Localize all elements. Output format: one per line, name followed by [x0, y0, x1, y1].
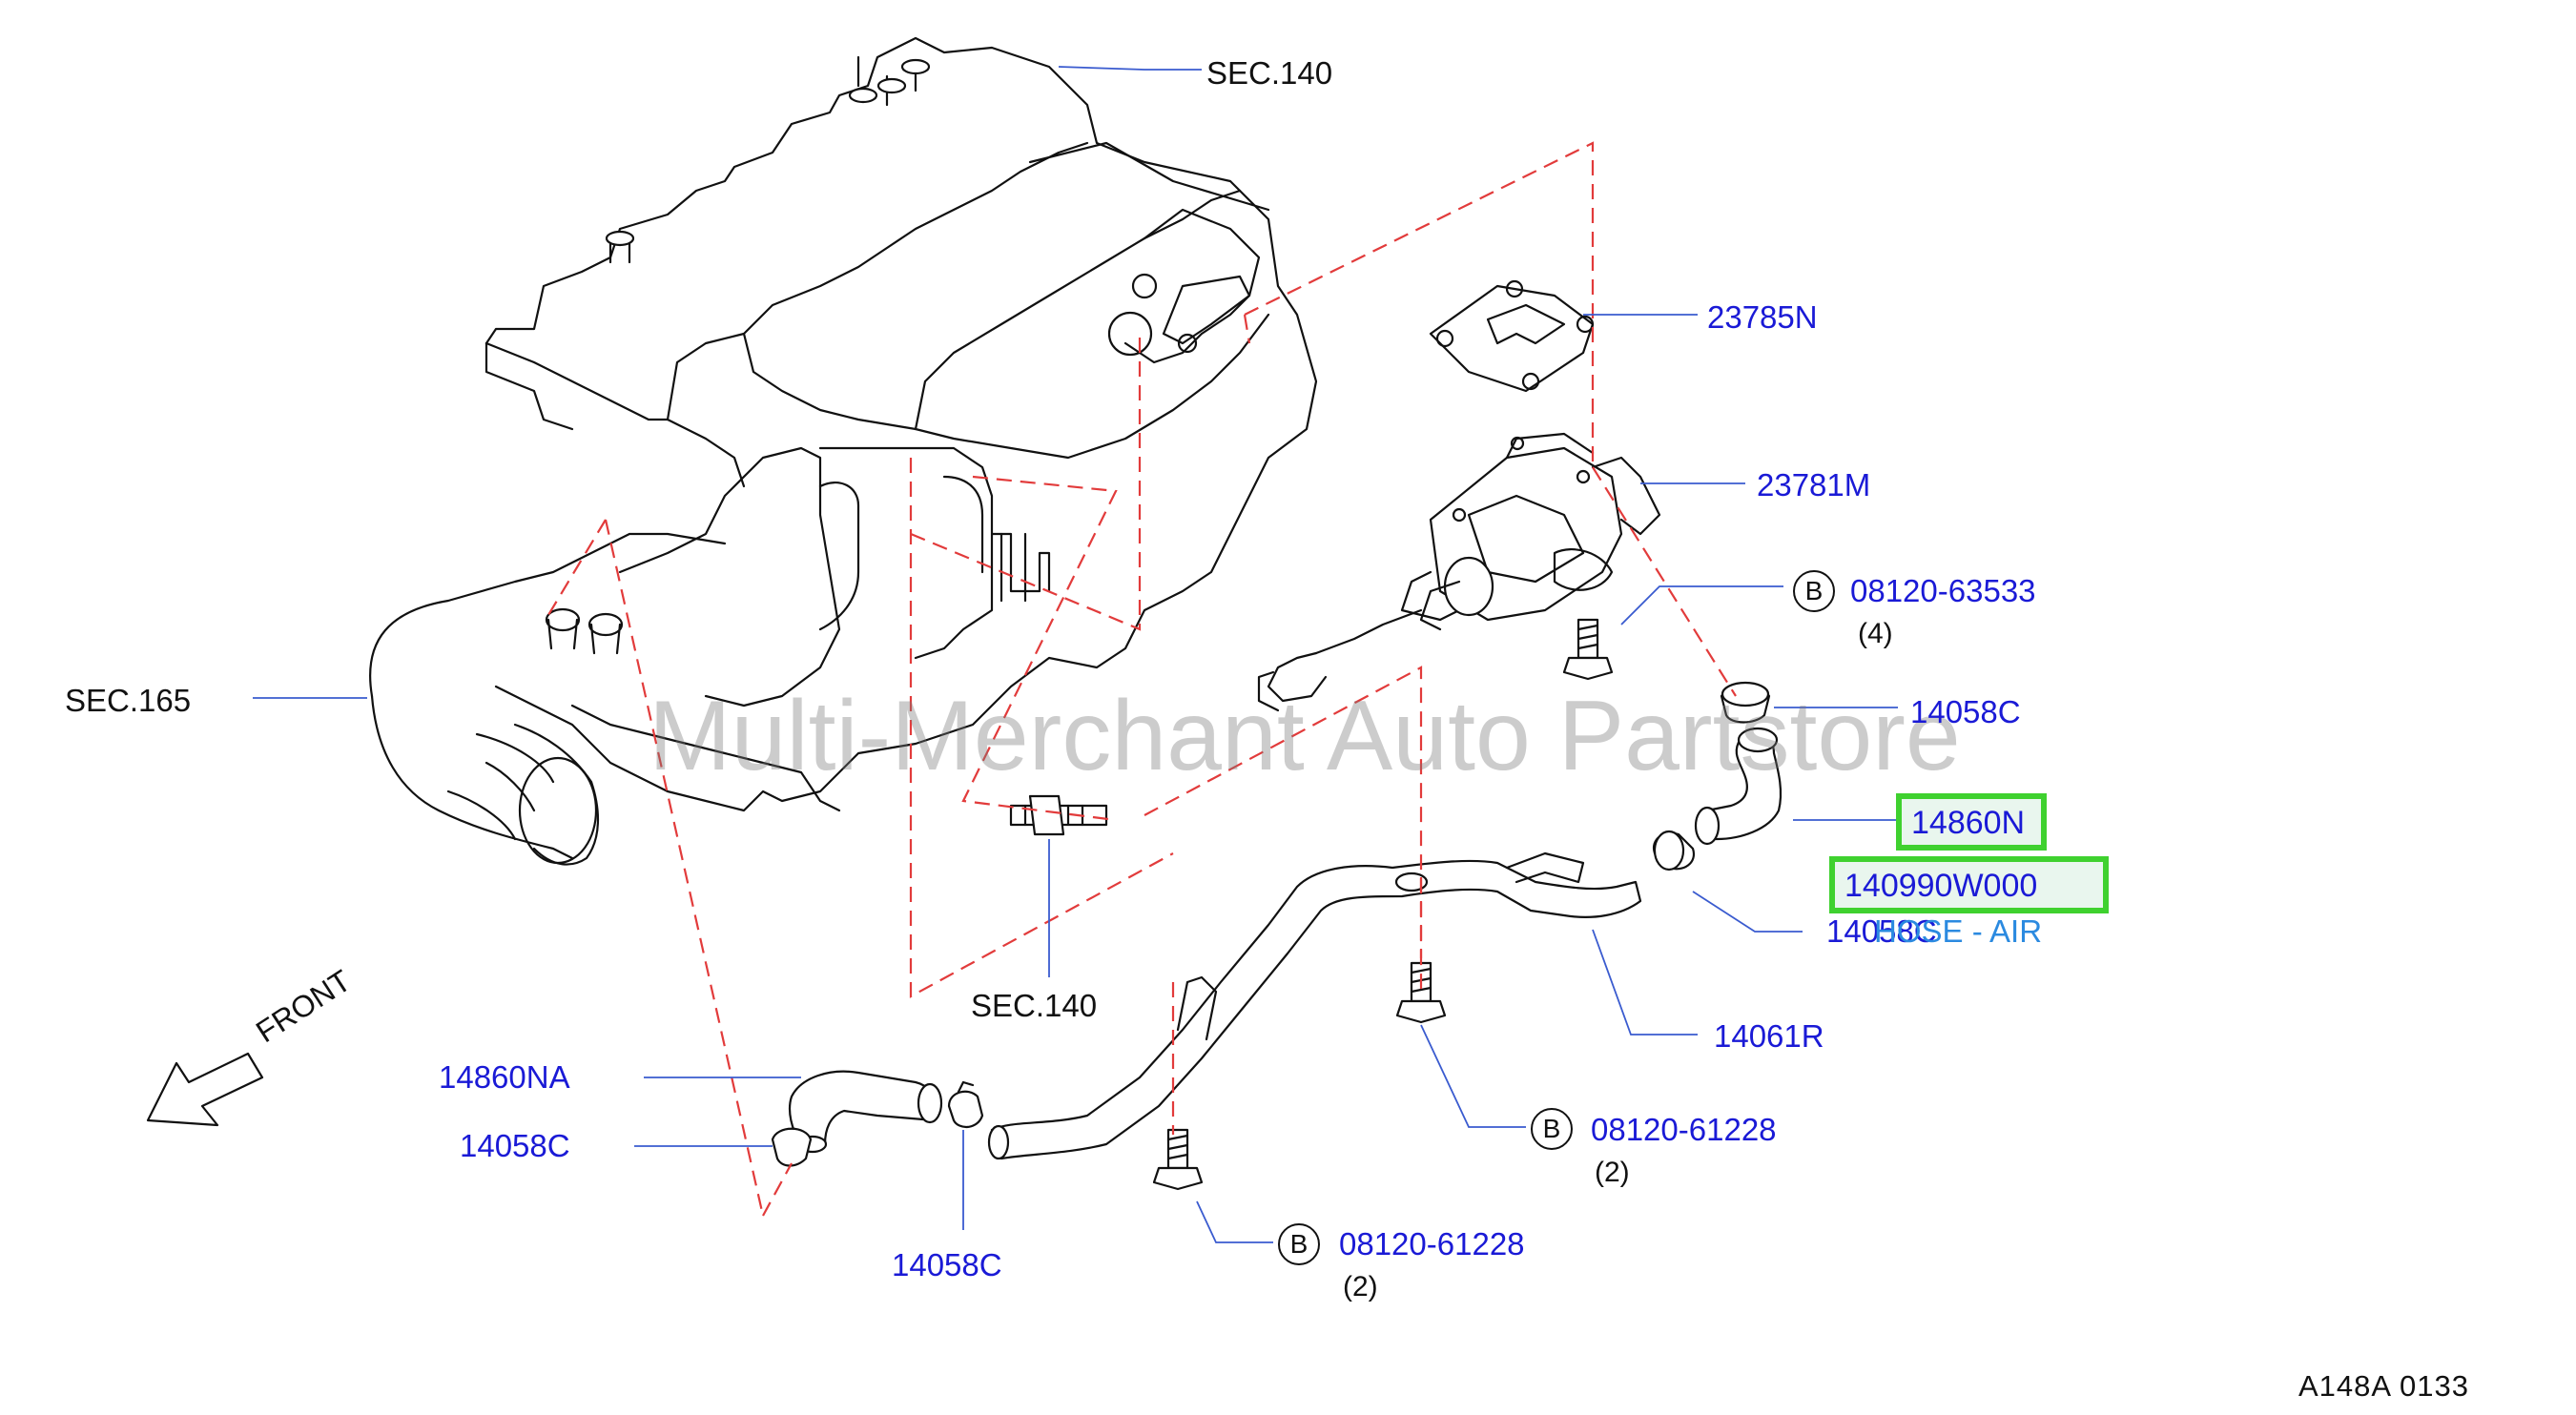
- bolt-3-symbol: B: [1278, 1223, 1320, 1265]
- part-14058c-left[interactable]: 14058C: [460, 1128, 570, 1163]
- part-14058c-middle[interactable]: 14058C: [1826, 913, 1937, 949]
- gasket-23785n: [1429, 279, 1595, 393]
- highlight-part-number: 140990W000: [1844, 868, 2038, 904]
- diagram-code: A148A 0133: [2298, 1369, 2469, 1403]
- part-14860n: 14860N: [1911, 805, 2026, 841]
- bolt-2-number[interactable]: 08120-61228: [1591, 1112, 1777, 1147]
- ref-sec140-mid[interactable]: SEC.140: [971, 988, 1098, 1023]
- ref-sec140-top[interactable]: SEC.140: [1206, 55, 1333, 91]
- bolt-1-qty: (4): [1858, 618, 1893, 649]
- highlight-140990w000[interactable]: 140990W000: [1829, 856, 2109, 913]
- ref-sec165[interactable]: SEC.165: [65, 683, 192, 718]
- part-14058c-bottom[interactable]: 14058C: [892, 1247, 1002, 1282]
- part-14061r[interactable]: 14061R: [1714, 1018, 1824, 1054]
- part-23781m[interactable]: 23781M: [1757, 467, 1871, 502]
- bolt-1-symbol: B: [1793, 570, 1835, 612]
- valve-23781m: [1257, 432, 1661, 712]
- part-14860na[interactable]: 14860NA: [439, 1059, 570, 1095]
- hoses-clamps: [771, 681, 1783, 1167]
- part-23785n[interactable]: 23785N: [1707, 299, 1818, 335]
- highlight-description: HOSE - AIR: [1874, 913, 2043, 949]
- front-arrow: [146, 1052, 264, 1127]
- bolt-2-qty: (2): [1595, 1157, 1630, 1188]
- bolt-3-qty: (2): [1343, 1271, 1378, 1302]
- highlight-14860n[interactable]: 14860N: [1896, 793, 2047, 851]
- alignment-guides: [547, 141, 1737, 1217]
- bolt-3-number[interactable]: 08120-61228: [1339, 1226, 1525, 1261]
- bolt-1-number[interactable]: 08120-63533: [1850, 573, 2036, 608]
- part-14058c-upper[interactable]: 14058C: [1910, 694, 2021, 729]
- bolt-2-symbol: B: [1531, 1108, 1573, 1150]
- leader-lines: [253, 66, 1898, 1243]
- engine-outline: [369, 36, 1318, 866]
